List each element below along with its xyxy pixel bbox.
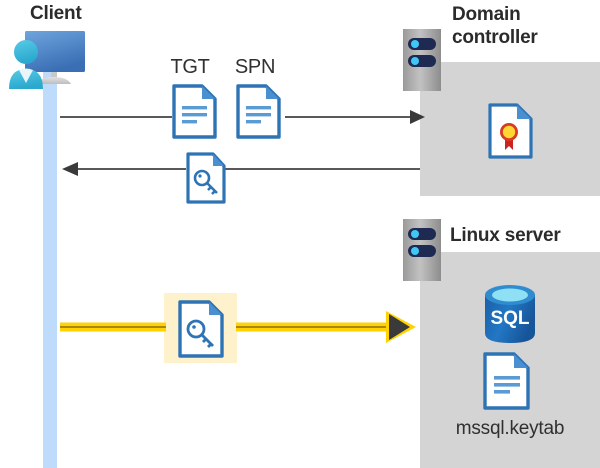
spn-document-icon	[236, 84, 281, 139]
arrow-service-ticket-to-linux	[60, 311, 416, 343]
ticket-key-document-icon	[186, 152, 226, 204]
keytab-document-icon	[483, 352, 530, 410]
client-title: Client	[30, 3, 82, 24]
client-desktop-icon	[5, 27, 101, 95]
sql-database-label: SQL	[490, 308, 529, 329]
domain-controller-title: Domain controller	[452, 3, 597, 49]
keytab-filename-label: mssql.keytab	[455, 418, 565, 439]
spn-label: SPN	[234, 56, 276, 78]
tgt-document-icon	[172, 84, 217, 139]
domain-controller-server-icon	[403, 29, 441, 91]
service-ticket-key-document-icon	[178, 300, 224, 358]
linux-server-icon	[403, 219, 441, 281]
sql-database-icon: SQL	[480, 283, 540, 345]
arrow-request-to-dc	[60, 110, 425, 124]
client-lifeline	[43, 60, 57, 468]
linux-server-title: Linux server	[450, 225, 561, 246]
domain-controller-title-line1: Domain	[452, 4, 521, 25]
arrow-response-to-client	[62, 162, 420, 176]
certificate-document-icon	[488, 103, 533, 159]
tgt-label: TGT	[170, 56, 210, 78]
domain-controller-title-line2: controller	[452, 27, 538, 48]
